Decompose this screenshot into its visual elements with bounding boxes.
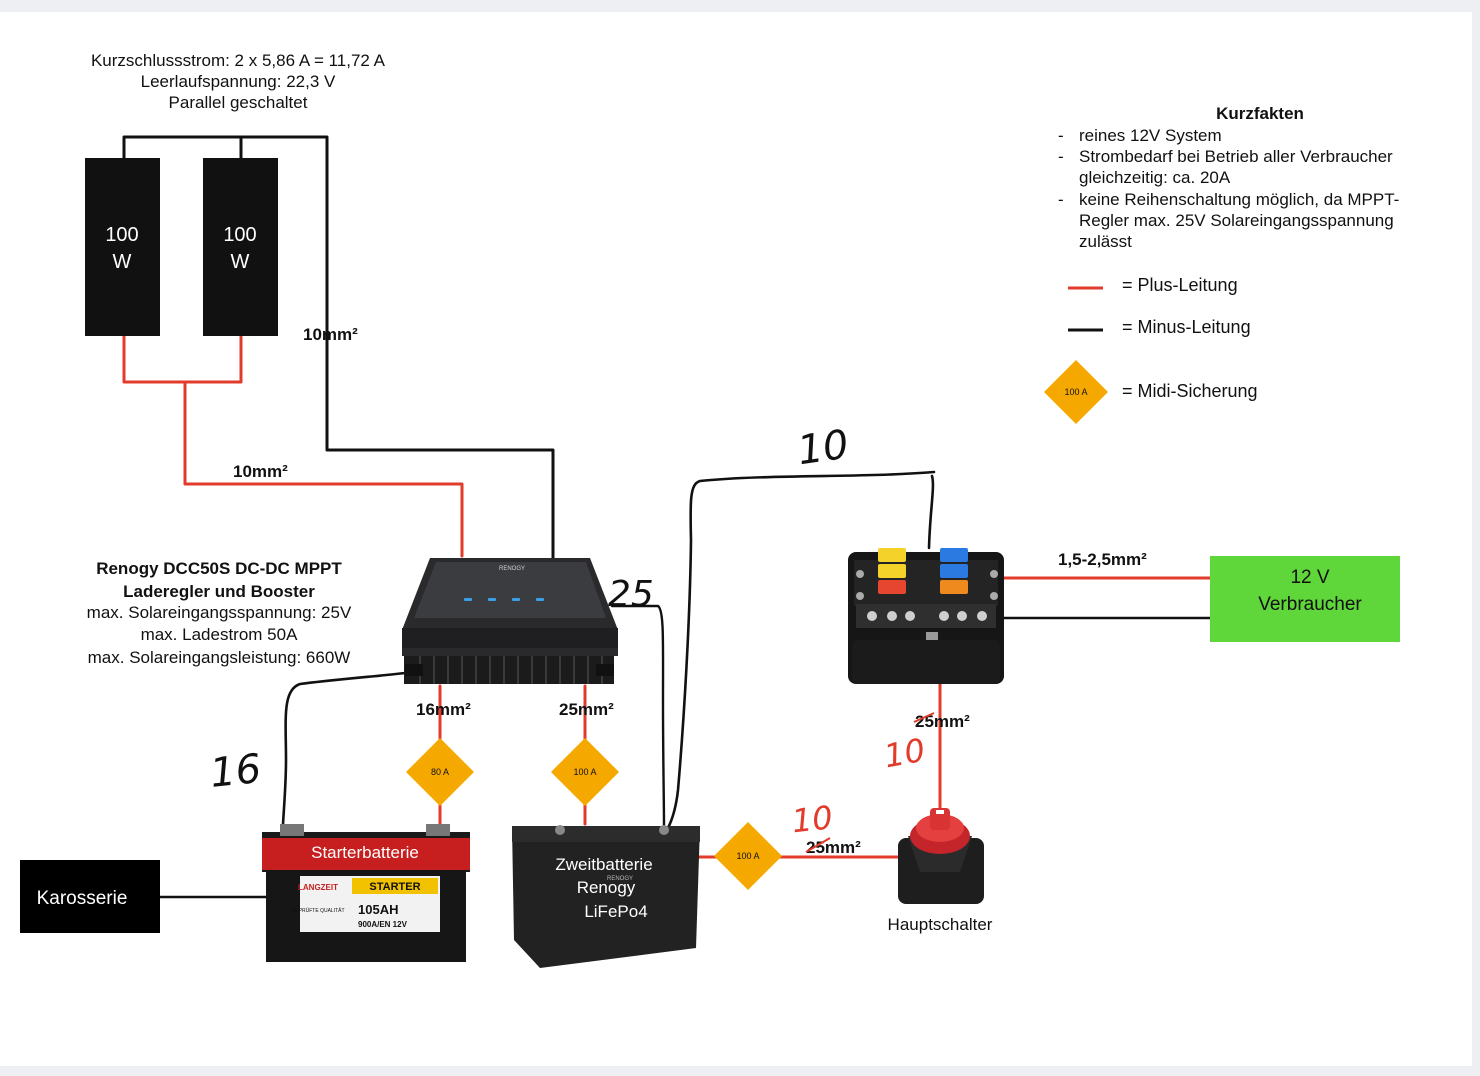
facts-box: Kurzfakten - reines 12V System - Strombe… (1058, 104, 1399, 251)
solar-spec-parallel: Parallel geschaltet (169, 93, 308, 112)
main-switch-label: Hauptschalter (888, 915, 993, 934)
starter-battery-capacity: 105AH (358, 902, 398, 917)
controller-title-1: Renogy DCC50S DC-DC MPPT (96, 559, 342, 578)
starter-battery: Starterbatterie LANGZEIT STARTER GEPRÜFT… (262, 824, 470, 962)
controller-spec-voltage: max. Solareingangsspannung: 25V (87, 603, 352, 622)
cable-label-fusebox-loads: 1,5-2,5mm² (1058, 550, 1147, 569)
wire-solar-plus (122, 334, 464, 558)
chassis-box: Karosserie (20, 860, 160, 933)
starter-battery-quality: GEPRÜFTE QUALITÄT (291, 907, 344, 914)
strike-fusebox-switch (913, 712, 935, 723)
fuse-second-label: 100 A (573, 767, 596, 777)
starter-battery-cca: 900A/EN 12V (358, 920, 408, 929)
facts-line-4: keine Reihenschaltung möglich, da MPPT- (1079, 190, 1399, 209)
solar-specs: Kurzschlussstrom: 2 x 5,86 A = 11,72 A L… (91, 51, 386, 112)
second-battery: Zweitbatterie Renogy RENOGY LiFePo4 (512, 825, 700, 968)
controller-spec-power: max. Solareingangsleistung: 660W (88, 648, 351, 667)
cable-label-controller-starter: 16mm² (416, 700, 471, 719)
solar-spec-current: Kurzschlussstrom: 2 x 5,86 A = 11,72 A (91, 51, 386, 70)
cable-label-controller-second: 25mm² (559, 700, 614, 719)
starter-battery-label: Starterbatterie (311, 843, 419, 862)
legend: = Plus-Leitung = Minus-Leitung 100 A = M… (1044, 275, 1258, 424)
controller-specs: Renogy DCC50S DC-DC MPPT Laderegler und … (87, 559, 352, 667)
facts-line-5: Regler max. 25V Solareingangsspannung (1079, 211, 1394, 230)
facts-line-3: gleichzeitig: ca. 20A (1079, 168, 1231, 187)
facts-line-2: Strombedarf bei Betrieb aller Verbrauche… (1079, 147, 1393, 166)
facts-bullet: - (1058, 147, 1064, 166)
second-battery-label-2: Renogy (577, 878, 636, 897)
legend-minus-label: = Minus-Leitung (1122, 317, 1251, 337)
controller-brand: RENOGY (499, 566, 525, 572)
facts-bullet: - (1058, 190, 1064, 209)
solar-panel-a: 100 W (85, 158, 160, 336)
fuse-box (848, 548, 1004, 684)
cable-label-second-switch: 25mm² (806, 838, 861, 857)
second-battery-brand: RENOGY (607, 876, 633, 882)
controller-device: RENOGY (402, 558, 618, 684)
solar-panel-b-watt: 100 (223, 224, 256, 246)
legend-plus-label: = Plus-Leitung (1122, 275, 1238, 295)
fuse-second-out-label: 100 A (736, 851, 759, 861)
cable-label-solar-plus: 10mm² (233, 462, 288, 481)
loads-label-1: 12 V (1290, 567, 1329, 588)
fuse-starter-label: 80 A (431, 767, 449, 777)
second-battery-label-3: LiFePo4 (584, 902, 647, 921)
handwritten-controller-wire: 25 (608, 574, 654, 615)
second-battery-label-1: Zweitbatterie (555, 855, 652, 874)
starter-battery-brand: LANGZEIT (298, 883, 338, 892)
loads-box: 12 V Verbraucher (1210, 556, 1400, 642)
legend-fuse-label: = Midi-Sicherung (1122, 381, 1258, 401)
controller-title-2: Laderegler und Booster (123, 582, 315, 601)
strike-second-switch (805, 837, 831, 853)
handwritten-fusebox-switch: 10 (881, 731, 928, 775)
starter-battery-type: STARTER (369, 881, 420, 893)
fuse-second: 100 A (551, 738, 619, 806)
wire-solar-minus (122, 135, 555, 560)
solar-panel-b-unit: W (231, 251, 250, 273)
legend-fuse-icon-label: 100 A (1064, 387, 1087, 397)
legend-fuse-icon (1044, 360, 1108, 424)
solar-spec-voltage: Leerlaufspannung: 22,3 V (141, 72, 336, 91)
facts-title: Kurzfakten (1216, 104, 1304, 123)
handwritten-second-switch: 10 (790, 798, 834, 840)
wire-hand-fusebox-second (666, 470, 936, 830)
loads-label-2: Verbraucher (1258, 594, 1362, 615)
solar-panel-a-watt: 100 (105, 224, 138, 246)
facts-bullet: - (1058, 126, 1064, 145)
handwritten-starter-wire: 16 (208, 746, 263, 797)
cable-label-fusebox-switch: 25mm² (915, 712, 970, 731)
facts-line-1: reines 12V System (1079, 126, 1222, 145)
solar-panel-a-unit: W (113, 251, 132, 273)
chassis-label: Karosserie (37, 888, 128, 909)
wire-hand-controller-second (610, 604, 666, 828)
solar-panel-b: 100 W (203, 158, 278, 336)
fuse-second-out: 100 A (714, 822, 782, 890)
facts-line-6: zulässt (1079, 232, 1132, 251)
controller-spec-current: max. Ladestrom 50A (141, 625, 299, 644)
main-switch: Hauptschalter (888, 808, 993, 934)
handwritten-top-wire: 10 (795, 422, 852, 475)
fuse-starter: 80 A (406, 738, 474, 806)
cable-label-solar-minus: 10mm² (303, 325, 358, 344)
wire-hand-controller-starter (280, 670, 416, 847)
